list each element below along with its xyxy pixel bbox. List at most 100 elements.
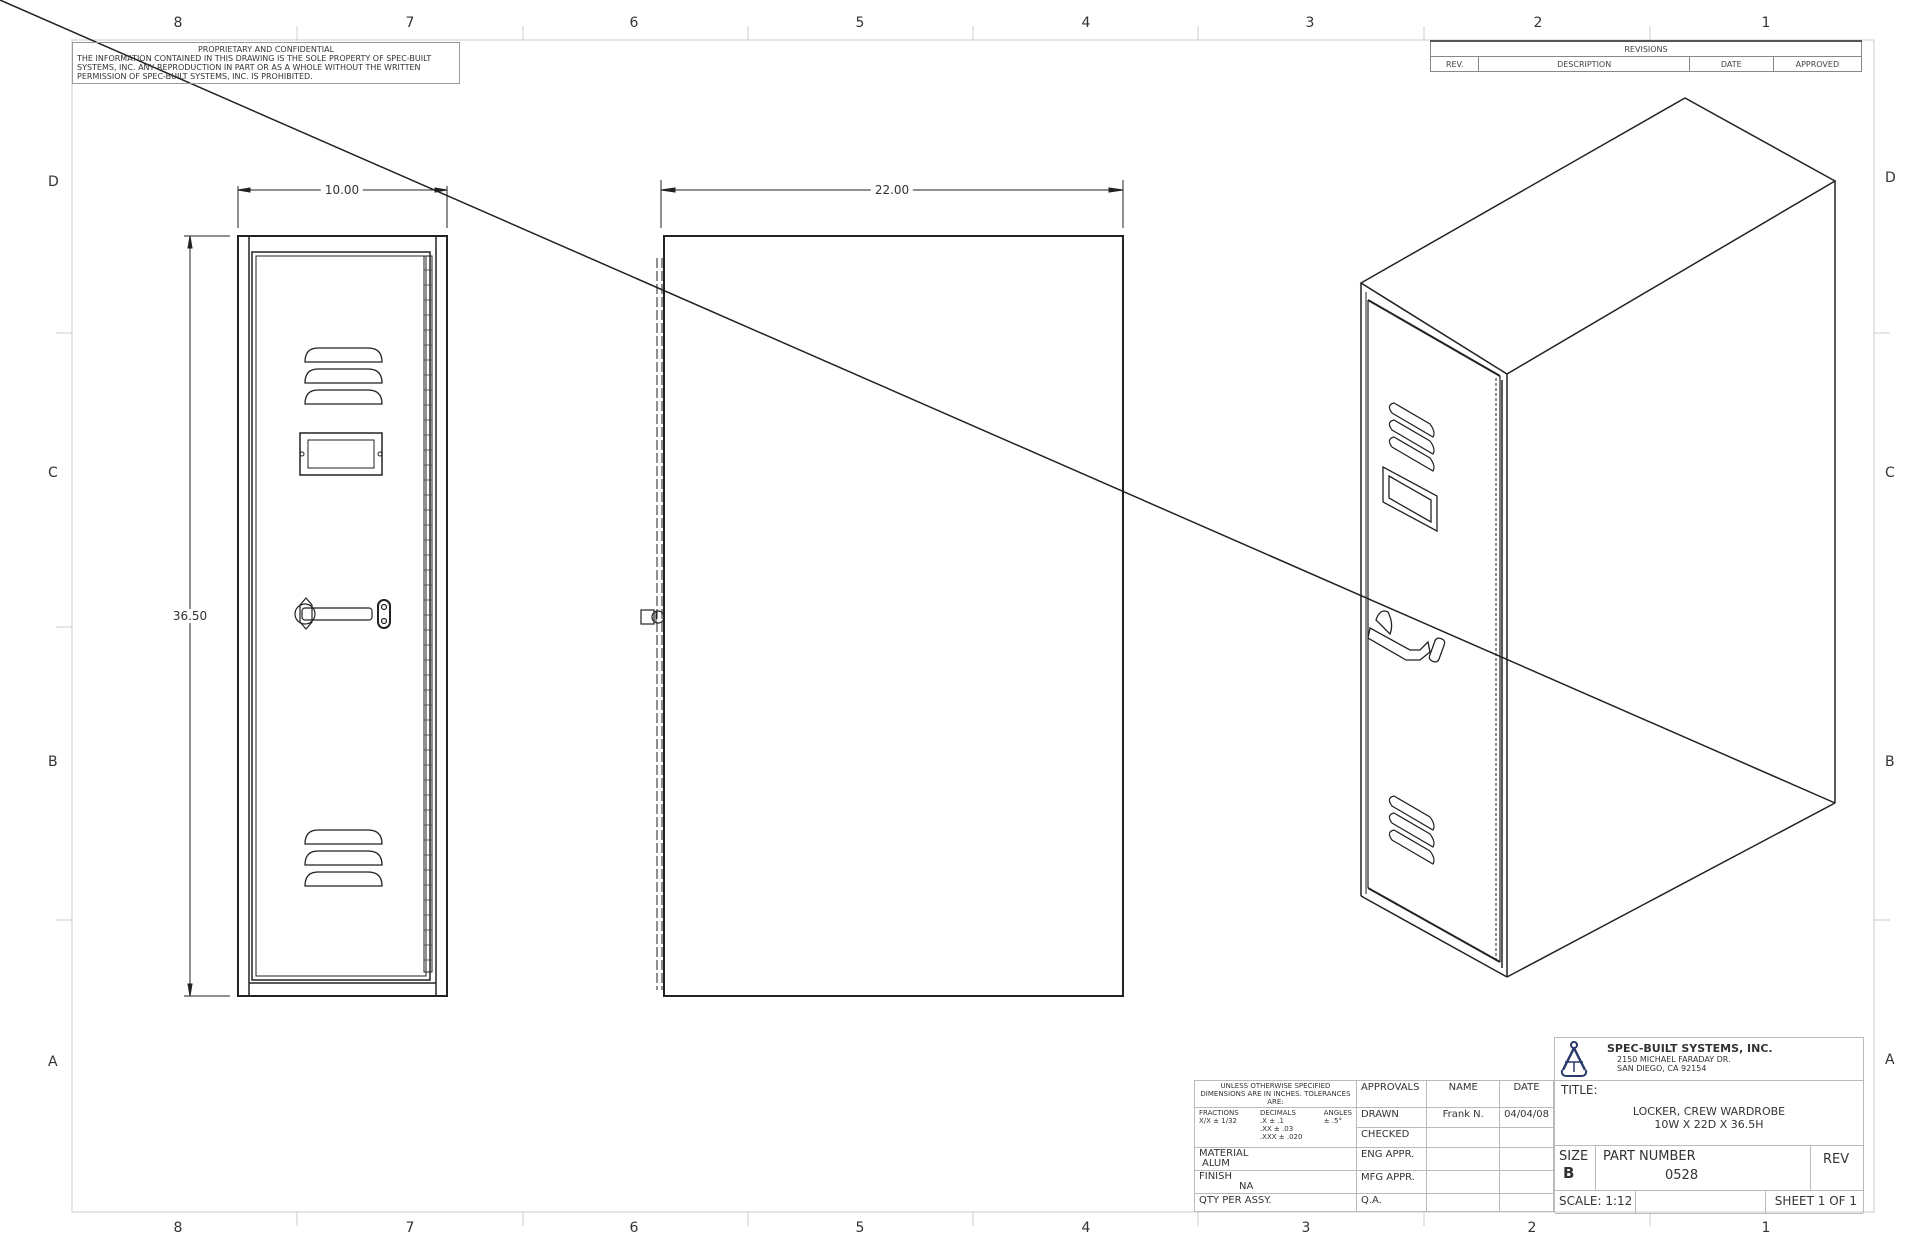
title-block: SPEC-BUILT SYSTEMS, INC. 2150 MICHAEL FA… bbox=[1554, 1037, 1864, 1214]
zone-right-b: B bbox=[1885, 754, 1895, 770]
angles-label: ANGLES bbox=[1323, 1109, 1352, 1117]
mfg-appr-name bbox=[1426, 1170, 1501, 1194]
company-name: SPEC-BUILT SYSTEMS, INC. bbox=[1607, 1042, 1773, 1055]
zone-ticks bbox=[56, 26, 1890, 1226]
part-section: SIZE B PART NUMBER 0528 REV bbox=[1555, 1146, 1863, 1191]
decimals-x: .X ± .1 bbox=[1259, 1117, 1284, 1125]
revisions-table: REVISIONS REV. DESCRIPTION DATE APPROVED bbox=[1429, 40, 1863, 72]
qty-label: QTY PER ASSY. bbox=[1194, 1193, 1357, 1212]
size-value: B bbox=[1563, 1164, 1575, 1182]
proprietary-note: PROPRIETARY AND CONFIDENTIAL THE INFORMA… bbox=[72, 42, 460, 84]
drawn-role: DRAWN bbox=[1355, 1107, 1428, 1128]
qa-date bbox=[1499, 1193, 1554, 1212]
angles-value: ± .5° bbox=[1323, 1117, 1342, 1125]
iso-vents-bottom bbox=[1388, 795, 1435, 865]
iso-handle bbox=[1367, 610, 1446, 663]
mfg-appr-date bbox=[1499, 1170, 1554, 1194]
checked-name bbox=[1426, 1127, 1501, 1148]
proprietary-body: THE INFORMATION CONTAINED IN THIS DRAWIN… bbox=[77, 54, 432, 81]
zone-bottom-6: 6 bbox=[629, 1220, 639, 1236]
zone-left-d: D bbox=[48, 174, 59, 190]
door-handle bbox=[294, 597, 391, 630]
zone-top-7: 7 bbox=[405, 15, 415, 31]
zone-top-2: 2 bbox=[1533, 15, 1543, 31]
revisions-col-rev: REV. bbox=[1429, 56, 1480, 72]
vent-louvers-bottom bbox=[304, 829, 383, 887]
title-line-2: 10W X 22D X 36.5H bbox=[1654, 1118, 1764, 1131]
zone-right-a: A bbox=[1885, 1052, 1895, 1068]
zone-top-5: 5 bbox=[855, 15, 865, 31]
zone-left-c: C bbox=[48, 465, 58, 481]
isometric-view bbox=[0, 0, 1837, 978]
zone-left-b: B bbox=[48, 754, 58, 770]
approvals-block: UNLESS OTHERWISE SPECIFIED DIMENSIONS AR… bbox=[1194, 1080, 1554, 1212]
fractions-label: FRACTIONS bbox=[1199, 1109, 1239, 1117]
zone-right-d: D bbox=[1885, 170, 1896, 186]
revisions-col-description: DESCRIPTION bbox=[1478, 56, 1690, 72]
material-label: MATERIAL bbox=[1199, 1148, 1249, 1159]
finish-value: NA bbox=[1239, 1181, 1254, 1192]
vent-louvers-top bbox=[304, 347, 383, 405]
tolerance-header: UNLESS OTHERWISE SPECIFIED DIMENSIONS AR… bbox=[1194, 1080, 1357, 1108]
part-number-label: PART NUMBER bbox=[1603, 1149, 1696, 1164]
zone-bottom-2: 2 bbox=[1527, 1220, 1537, 1236]
drawn-date: 04/04/08 bbox=[1499, 1107, 1554, 1128]
eng-appr-name bbox=[1426, 1147, 1501, 1171]
finish-label: FINISH bbox=[1199, 1171, 1232, 1182]
name-header: NAME bbox=[1426, 1080, 1501, 1108]
decimals-xx: .XX ± .03 bbox=[1259, 1125, 1294, 1133]
fractions-value: X/X ± 1/32 bbox=[1199, 1117, 1237, 1125]
divider bbox=[1765, 1191, 1766, 1213]
dimension-width: 10.00 bbox=[320, 183, 364, 197]
iso-label-holder bbox=[1382, 465, 1438, 533]
finish-cell: FINISH NA bbox=[1194, 1170, 1357, 1194]
eng-appr-date bbox=[1499, 1147, 1554, 1171]
scale-value: SCALE: 1:12 bbox=[1559, 1194, 1633, 1208]
qa-name bbox=[1426, 1193, 1501, 1212]
zone-bottom-3: 3 bbox=[1301, 1220, 1311, 1236]
company-header: SPEC-BUILT SYSTEMS, INC. 2150 MICHAEL FA… bbox=[1555, 1038, 1863, 1081]
title-line-1: LOCKER, CREW WARDROBE bbox=[1632, 1105, 1786, 1118]
decimals-xxx: .XXX ± .020 bbox=[1259, 1133, 1303, 1141]
zone-bottom-1: 1 bbox=[1761, 1220, 1771, 1236]
revisions-col-date: DATE bbox=[1688, 56, 1774, 72]
compass-logo-icon bbox=[1560, 1041, 1588, 1077]
zone-bottom-7: 7 bbox=[405, 1220, 415, 1236]
scale-sheet-row: SCALE: 1:12 SHEET 1 OF 1 bbox=[1555, 1191, 1863, 1214]
company-address-2: SAN DIEGO, CA 92154 bbox=[1617, 1064, 1707, 1073]
zone-bottom-5: 5 bbox=[855, 1220, 865, 1236]
rev-cell: REV bbox=[1810, 1146, 1864, 1190]
sheet-value: SHEET 1 OF 1 bbox=[1774, 1194, 1857, 1208]
approvals-header: APPROVALS bbox=[1355, 1080, 1428, 1108]
hinge-pattern bbox=[424, 269, 432, 961]
material-value: ALUM bbox=[1202, 1158, 1230, 1169]
checked-date bbox=[1499, 1127, 1554, 1148]
revisions-title: REVISIONS bbox=[1430, 40, 1862, 57]
iso-vents-top bbox=[1388, 402, 1435, 472]
mfg-appr-role: MFG APPR. bbox=[1355, 1170, 1428, 1194]
checked-role: CHECKED bbox=[1355, 1127, 1428, 1148]
title-label: TITLE: bbox=[1561, 1083, 1598, 1097]
date-header: DATE bbox=[1499, 1080, 1554, 1108]
title-section: TITLE: LOCKER, CREW WARDROBE 10W X 22D X… bbox=[1555, 1081, 1863, 1146]
eng-appr-role: ENG APPR. bbox=[1355, 1147, 1428, 1171]
zone-top-6: 6 bbox=[629, 15, 639, 31]
zone-bottom-8: 8 bbox=[173, 1220, 183, 1236]
front-view bbox=[184, 186, 448, 997]
zone-right-c: C bbox=[1885, 465, 1895, 481]
decimals-label: DECIMALS bbox=[1259, 1109, 1296, 1117]
zone-left-a: A bbox=[48, 1054, 58, 1070]
zone-top-4: 4 bbox=[1081, 15, 1091, 31]
zone-top-3: 3 bbox=[1305, 15, 1315, 31]
zone-top-8: 8 bbox=[173, 15, 183, 31]
side-view bbox=[640, 180, 1124, 997]
company-address-1: 2150 MICHAEL FARADAY DR. bbox=[1617, 1055, 1731, 1064]
rev-label: REV bbox=[1823, 1152, 1850, 1167]
part-number-value: 0528 bbox=[1665, 1168, 1699, 1183]
zone-top-1: 1 bbox=[1761, 15, 1771, 31]
drawn-name: Frank N. bbox=[1426, 1107, 1501, 1128]
divider bbox=[1635, 1191, 1636, 1213]
qa-role: Q.A. bbox=[1355, 1193, 1428, 1212]
